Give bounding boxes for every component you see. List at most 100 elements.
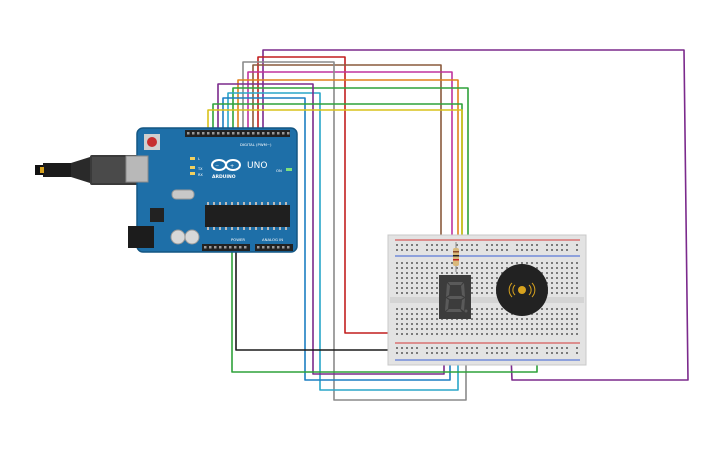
breadboard-hole xyxy=(431,318,433,320)
breadboard-hole xyxy=(411,347,413,349)
breadboard-hole xyxy=(421,292,423,294)
breadboard-hole xyxy=(476,313,478,315)
seven-segment-display[interactable] xyxy=(439,275,471,319)
wire-gray-top[interactable] xyxy=(242,61,467,401)
capacitor xyxy=(184,229,200,245)
breadboard-hole xyxy=(426,323,428,325)
header-pin xyxy=(244,246,247,249)
arduino-uno-board[interactable]: − + ARDUINO UNO DIGITAL (PWM~) POWER ANA… xyxy=(125,127,298,253)
breadboard-hole xyxy=(461,244,463,246)
wire-magenta[interactable] xyxy=(247,71,453,255)
breadboard-hole xyxy=(491,262,493,264)
breadboard-hole xyxy=(436,323,438,325)
wire-black-gnd[interactable] xyxy=(235,250,400,351)
breadboard-hole xyxy=(486,277,488,279)
breadboard-hole xyxy=(416,277,418,279)
breadboard-hole xyxy=(481,272,483,274)
breadboard-hole xyxy=(501,262,503,264)
breadboard-hole xyxy=(436,287,438,289)
breadboard-hole xyxy=(436,262,438,264)
breadboard-hole xyxy=(431,262,433,264)
breadboard-hole xyxy=(546,347,548,349)
breadboard-hole xyxy=(476,277,478,279)
breadboard-hole xyxy=(536,244,538,246)
breadboard-hole xyxy=(481,333,483,335)
usb-cable[interactable] xyxy=(35,155,140,185)
breadboard-hole xyxy=(446,267,448,269)
breadboard-hole xyxy=(531,328,533,330)
header-pin xyxy=(282,246,285,249)
breadboard-hole xyxy=(471,313,473,315)
breadboard-hole xyxy=(461,333,463,335)
chip-pin xyxy=(255,202,257,205)
breadboard[interactable] xyxy=(387,234,587,366)
resistor[interactable] xyxy=(453,242,459,272)
breadboard-hole xyxy=(406,277,408,279)
breadboard-hole xyxy=(511,323,513,325)
breadboard-hole xyxy=(491,282,493,284)
breadboard-hole xyxy=(431,308,433,310)
wire-cyan[interactable] xyxy=(227,92,459,391)
breadboard-hole xyxy=(501,347,503,349)
breadboard-hole xyxy=(461,267,463,269)
breadboard-hole xyxy=(471,323,473,325)
breadboard-hole xyxy=(466,249,468,251)
breadboard-hole xyxy=(501,333,503,335)
breadboard-hole xyxy=(406,352,408,354)
breadboard-hole xyxy=(491,244,493,246)
breadboard-hole xyxy=(416,323,418,325)
breadboard-hole xyxy=(506,262,508,264)
chip-pin xyxy=(243,227,245,230)
breadboard-hole xyxy=(496,323,498,325)
breadboard-hole xyxy=(556,318,558,320)
breadboard-hole xyxy=(496,308,498,310)
chip-pin xyxy=(231,227,233,230)
breadboard-hole xyxy=(536,333,538,335)
breadboard-hole xyxy=(471,318,473,320)
breadboard-hole xyxy=(531,347,533,349)
breadboard-hole xyxy=(571,333,573,335)
breadboard-hole xyxy=(406,313,408,315)
breadboard-hole xyxy=(506,249,508,251)
breadboard-hole xyxy=(546,249,548,251)
header-pin xyxy=(234,246,237,249)
breadboard-hole xyxy=(531,249,533,251)
reset-button-cap[interactable] xyxy=(147,137,157,147)
wire-orange[interactable] xyxy=(237,79,459,255)
breadboard-hole xyxy=(396,272,398,274)
svg-text:−: − xyxy=(215,164,219,170)
header-pin xyxy=(262,246,265,249)
breadboard-hole xyxy=(416,352,418,354)
breadboard-hole xyxy=(566,262,568,264)
breadboard-hole xyxy=(431,244,433,246)
breadboard-hole xyxy=(551,262,553,264)
breadboard-hole xyxy=(566,318,568,320)
header-pin xyxy=(242,132,245,135)
breadboard-hole xyxy=(576,323,578,325)
chip-pin xyxy=(219,202,221,205)
wire-brown[interactable] xyxy=(252,64,442,270)
breadboard-hole xyxy=(461,249,463,251)
header-pin xyxy=(267,132,270,135)
breadboard-hole xyxy=(506,328,508,330)
breadboard-hole xyxy=(471,267,473,269)
wire-yellow[interactable] xyxy=(207,109,463,255)
header-pin xyxy=(262,132,265,135)
breadboard-hole xyxy=(471,287,473,289)
breadboard-hole xyxy=(576,267,578,269)
breadboard-hole xyxy=(556,308,558,310)
breadboard-hole xyxy=(431,292,433,294)
breadboard-hole xyxy=(576,244,578,246)
breadboard-hole xyxy=(561,244,563,246)
breadboard-hole xyxy=(541,308,543,310)
breadboard-hole xyxy=(411,262,413,264)
piezo-buzzer[interactable] xyxy=(496,264,548,316)
header-pin xyxy=(257,246,260,249)
breadboard-hole xyxy=(466,352,468,354)
header-pin xyxy=(219,246,222,249)
breadboard-hole xyxy=(431,347,433,349)
breadboard-hole xyxy=(526,249,528,251)
breadboard-hole xyxy=(471,352,473,354)
breadboard-hole xyxy=(571,323,573,325)
breadboard-hole xyxy=(446,352,448,354)
